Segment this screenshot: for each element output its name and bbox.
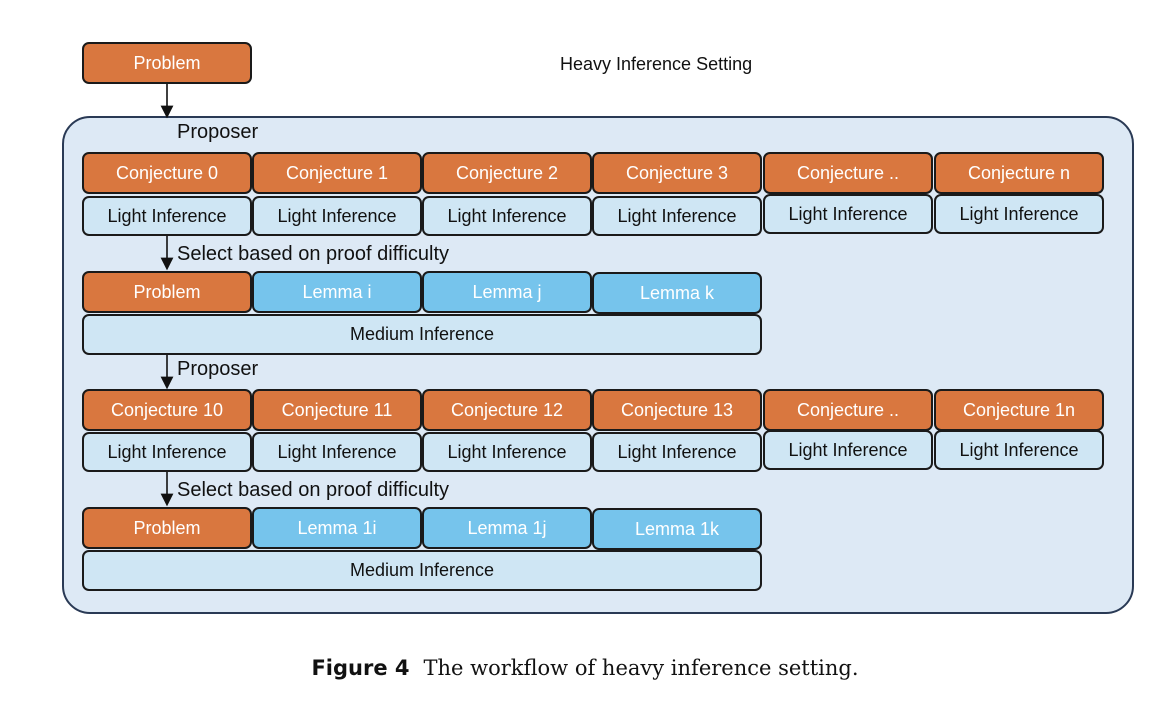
conjecture-box: Conjecture 1 xyxy=(252,152,422,194)
lemma-box: Lemma j xyxy=(422,271,592,313)
lemma-box: Lemma 1i xyxy=(252,507,422,549)
select-label-1: Select based on proof difficulty xyxy=(177,243,450,265)
figure-label: Figure 4 xyxy=(311,656,410,680)
light-inference-box: Light Inference xyxy=(422,432,592,472)
conjecture-box: Conjecture 3 xyxy=(592,152,762,194)
light-inference-box: Light Inference xyxy=(763,194,933,234)
light-inference-box: Light Inference xyxy=(422,196,592,236)
select-label-2: Select based on proof difficulty xyxy=(177,479,450,501)
lemma-box: Lemma 1j xyxy=(422,507,592,549)
lemma-box: Lemma i xyxy=(252,271,422,313)
light-inference-box: Light Inference xyxy=(934,194,1104,234)
conjecture-box: Conjecture 11 xyxy=(252,389,422,431)
light-inference-box: Light Inference xyxy=(763,430,933,470)
light-inference-box: Light Inference xyxy=(82,196,252,236)
lemma-box: Lemma 1k xyxy=(592,508,762,550)
proposer-label-1: Proposer xyxy=(177,121,259,143)
light-inference-box: Light Inference xyxy=(252,196,422,236)
light-inference-box: Light Inference xyxy=(934,430,1104,470)
conjecture-box: Conjecture 0 xyxy=(82,152,252,194)
light-inference-box: Light Inference xyxy=(592,432,762,472)
conjecture-box: Conjecture 13 xyxy=(592,389,762,431)
conjecture-box: Conjecture 1n xyxy=(934,389,1104,431)
medium-inference-box: Medium Inference xyxy=(82,550,762,591)
figure-caption: Figure 4 The workflow of heavy inference … xyxy=(0,656,1170,680)
top-problem-box: Problem xyxy=(82,42,252,84)
problem-box: Problem xyxy=(82,507,252,549)
conjecture-box: Conjecture .. xyxy=(763,389,933,431)
problem-box: Problem xyxy=(82,271,252,313)
light-inference-box: Light Inference xyxy=(252,432,422,472)
conjecture-box: Conjecture n xyxy=(934,152,1104,194)
light-inference-box: Light Inference xyxy=(82,432,252,472)
conjecture-box: Conjecture 12 xyxy=(422,389,592,431)
diagram-title: Heavy Inference Setting xyxy=(560,54,753,74)
light-inference-box: Light Inference xyxy=(592,196,762,236)
proposer-label-2: Proposer xyxy=(177,358,259,380)
conjecture-box: Conjecture 10 xyxy=(82,389,252,431)
lemma-box: Lemma k xyxy=(592,272,762,314)
conjecture-box: Conjecture 2 xyxy=(422,152,592,194)
conjecture-box: Conjecture .. xyxy=(763,152,933,194)
medium-inference-box: Medium Inference xyxy=(82,314,762,355)
caption-text: The workflow of heavy inference setting. xyxy=(423,656,859,680)
